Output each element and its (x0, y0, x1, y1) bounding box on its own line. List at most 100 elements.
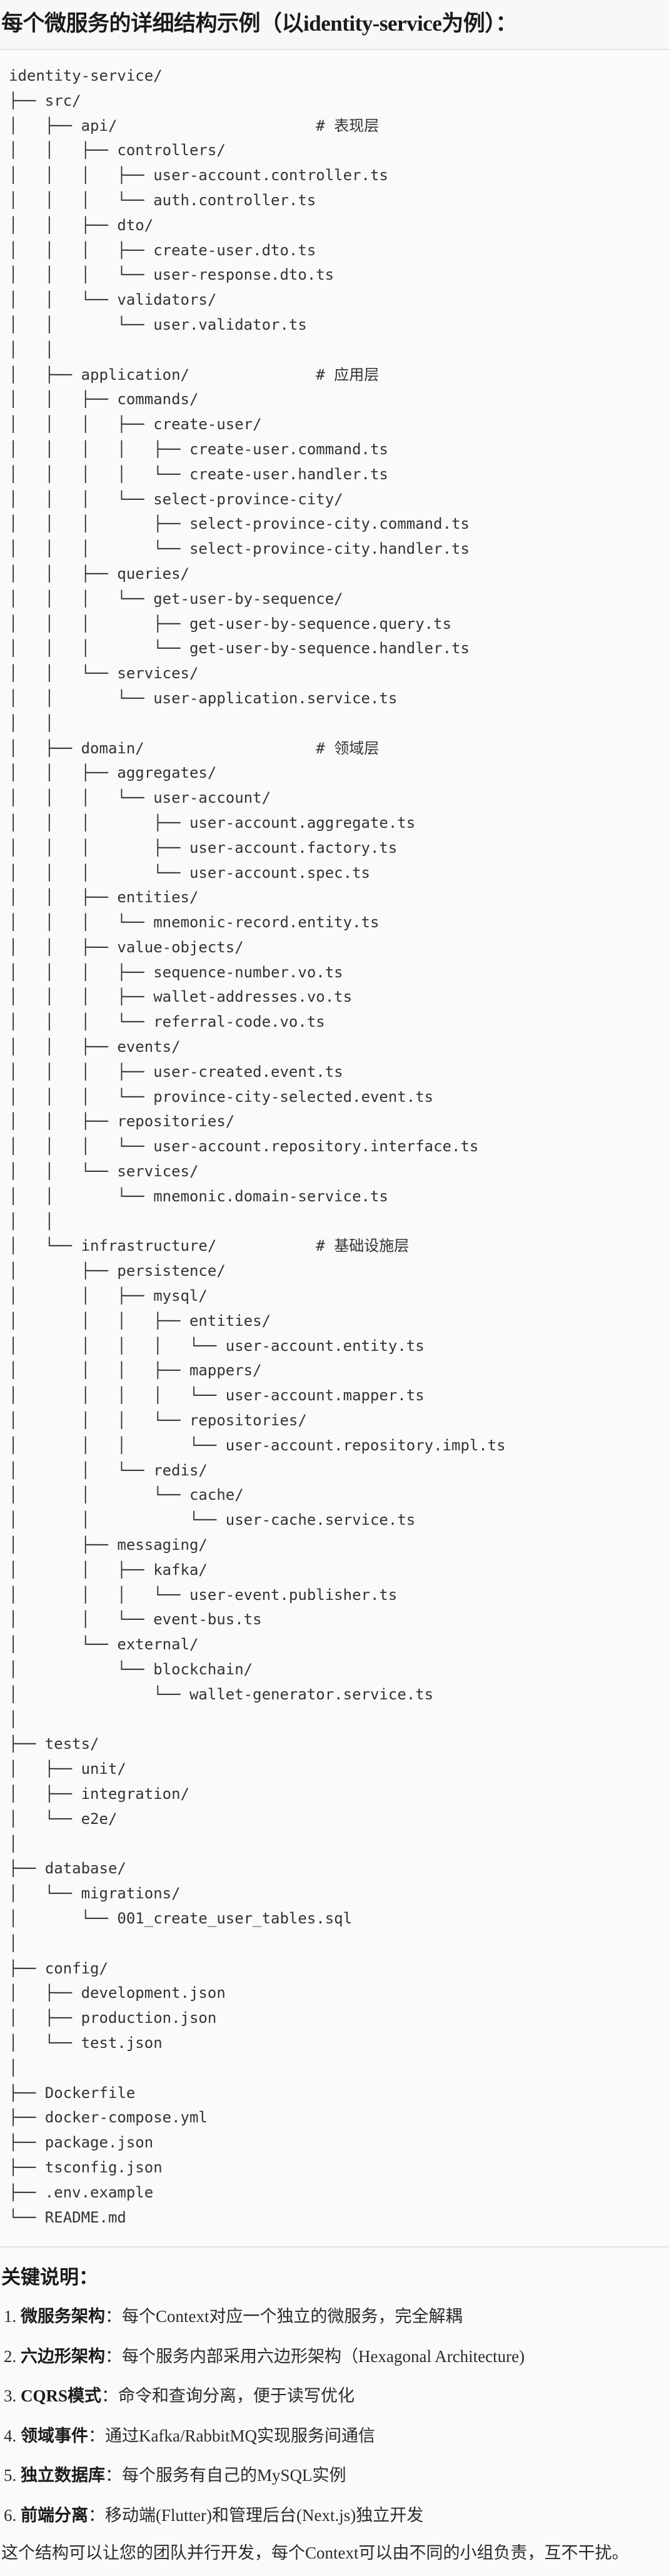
tree-entry: │ │ └── event-bus.ts (9, 1611, 262, 1629)
tree-line: ├── Dockerfile (9, 2081, 506, 2106)
tree-line: │ (9, 1708, 506, 1733)
tree-line: │ │ ├── dto/ (9, 213, 506, 238)
tree-line: │ (9, 2056, 506, 2081)
tree-entry: └── README.md (9, 2208, 126, 2226)
tree-line: │ │ │ │ ├── create-user.command.ts (9, 437, 506, 462)
tree-entry: │ │ │ └── user-response.dto.ts (9, 266, 334, 284)
tree-line: │ ├── integration/ (9, 1782, 506, 1807)
tree-line: │ │ │ │ └── user-account.entity.ts (9, 1334, 506, 1359)
note-item: 4. 领域事件：通过Kafka/RabbitMQ实现服务间通信 (4, 2423, 375, 2448)
tree-line: ├── config/ (9, 1957, 506, 1982)
tree-entry: │ │ │ └── mnemonic-record.entity.ts (9, 914, 380, 932)
note-label: 微服务架构 (21, 2307, 105, 2326)
tree-entry: │ │ (9, 1212, 54, 1230)
tree-entry: ├── src/ (9, 91, 81, 109)
tree-line: │ ├── production.json (9, 2006, 506, 2031)
tree-line: │ │ ├── value-objects/ (9, 935, 506, 960)
tree-line: ├── src/ (9, 89, 506, 114)
tree-entry: │ │ (9, 340, 54, 359)
tree-line: │ │ │ └── auth.controller.ts (9, 188, 506, 213)
tree-entry: │ │ └── user-application.service.ts (9, 689, 398, 707)
tree-entry: │ └── 001_create_user_tables.sql (9, 1909, 353, 1927)
tree-entry: │ │ ├── value-objects/ (9, 938, 244, 956)
tree-entry: │ │ │ ├── mappers/ (9, 1362, 262, 1380)
tree-entry: │ ├── messaging/ (9, 1536, 208, 1554)
tree-entry: identity-service/ (9, 67, 163, 84)
tree-line: │ ├── unit/ (9, 1757, 506, 1782)
title-bar: 每个微服务的详细结构示例（以identity-service为例）： (0, 0, 669, 50)
tree-line: │ │ └── mnemonic.domain-service.ts (9, 1184, 506, 1209)
tree-line: ├── .env.example (9, 2181, 506, 2206)
tree-entry: │ │ └── validators/ (9, 291, 217, 309)
layer-comment: # 基础设施层 (316, 1237, 410, 1255)
tree-line: │ │ │ └── user-account.repository.interf… (9, 1134, 506, 1159)
tree-entry: ├── tests/ (9, 1735, 99, 1753)
tree-line: ├── docker-compose.yml (9, 2105, 506, 2131)
tree-line: │ │ │ └── referral-code.vo.ts (9, 1010, 506, 1035)
tree-entry: │ │ └── services/ (9, 664, 199, 683)
tree-entry: │ ├── persistence/ (9, 1262, 226, 1280)
tree-entry: │ │ │ ├── entities/ (9, 1311, 271, 1330)
tree-entry: │ ├── domain/ (9, 739, 144, 757)
page-title: 每个微服务的详细结构示例（以identity-service为例）： (1, 11, 517, 36)
tree-entry: │ │ ├── mysql/ (9, 1287, 208, 1305)
tree-entry: │ │ ├── controllers/ (9, 141, 226, 160)
tree-entry: │ │ │ ├── get-user-by-sequence.query.ts (9, 614, 452, 633)
tree-line: │ │ ├── repositories/ (9, 1109, 506, 1134)
tree-entry: │ ├── api/ (9, 116, 118, 135)
tree-entry: │ │ │ └── select-province-city/ (9, 490, 343, 508)
tree-entry: │ │ │ │ ├── create-user.command.ts (9, 440, 388, 458)
tree-entry: │ │ ├── queries/ (9, 564, 189, 583)
tree-line: │ │ │ └── select-province-city/ (9, 487, 506, 512)
tree-entry: │ ├── application/ (9, 365, 189, 384)
tree-line: │ │ ├── entities/ (9, 885, 506, 910)
tree-line: │ │ └── services/ (9, 661, 506, 686)
tree-entry: │ │ └── cache/ (9, 1486, 244, 1504)
note-number: 1. (4, 2307, 21, 2326)
tree-line: │ │ │ ├── user-account.factory.ts (9, 836, 506, 861)
tree-entry: │ └── infrastructure/ (9, 1237, 217, 1255)
tree-entry: │ │ │ ├── user-account.factory.ts (9, 838, 398, 857)
tree-entry: │ │ │ └── select-province-city.handler.t… (9, 540, 470, 558)
tree-line: │ └── migrations/ (9, 1881, 506, 1907)
tree-entry: │ │ │ └── user-account.spec.ts (9, 863, 370, 882)
tree-entry: │ │ └── mnemonic.domain-service.ts (9, 1187, 388, 1205)
note-item: 6. 前端分离：移动端(Flutter)和管理后台(Next.js)独立开发 (4, 2503, 423, 2528)
tree-entry: │ │ ├── entities/ (9, 888, 199, 907)
tree-entry: │ │ │ └── get-user-by-sequence/ (9, 589, 343, 608)
tree-line: │ └── wallet-generator.service.ts (9, 1683, 506, 1708)
note-description: ：每个Context对应一个独立的微服务，完全解耦 (105, 2307, 463, 2326)
note-label: 独立数据库 (21, 2466, 105, 2485)
tree-line: │ │ └── event-bus.ts (9, 1607, 506, 1632)
tree-entry: │ │ ├── events/ (9, 1038, 181, 1056)
tree-line: │ │ │ └── get-user-by-sequence/ (9, 587, 506, 612)
tree-entry: │ │ ├── dto/ (9, 216, 154, 234)
tree-entry: │ ├── production.json (9, 2009, 217, 2027)
tree-line: ├── package.json (9, 2131, 506, 2156)
tree-line: │ │ │ └── user-account.repository.impl.t… (9, 1433, 506, 1459)
tree-line: │ ├── domain/# 领域层 (9, 736, 506, 761)
tree-entry: │ │ │ ├── user-created.event.ts (9, 1062, 343, 1081)
tree-line: │ │ │ ├── entities/ (9, 1309, 506, 1334)
note-item: 5. 独立数据库：每个服务有自己的MySQL实例 (4, 2463, 346, 2488)
tree-line: │ └── test.json (9, 2031, 506, 2056)
tree-entry: │ │ │ └── province-city-selected.event.t… (9, 1087, 434, 1106)
tree-line: ├── tsconfig.json (9, 2156, 506, 2181)
tree-line: │ │ │ └── user-account/ (9, 786, 506, 811)
tree-line: │ │ │ ├── create-user.dto.ts (9, 238, 506, 263)
tree-line: │ │ ├── aggregates/ (9, 761, 506, 786)
tree-entry: │ └── wallet-generator.service.ts (9, 1685, 434, 1703)
tree-line: │ │ │ └── get-user-by-sequence.handler.t… (9, 636, 506, 661)
tree-line: │ (9, 1932, 506, 1957)
tree-line: │ │ │ ├── mappers/ (9, 1358, 506, 1383)
tree-line: │ │ │ ├── wallet-addresses.vo.ts (9, 985, 506, 1010)
tree-line: │ │ │ └── user-event.publisher.ts (9, 1583, 506, 1608)
note-label: 领域事件 (21, 2426, 88, 2445)
tree-entry: ├── Dockerfile (9, 2084, 136, 2102)
tree-entry: ├── database/ (9, 1860, 126, 1878)
tree-entry: │ │ │ └── referral-code.vo.ts (9, 1013, 325, 1031)
tree-line: │ │ │ ├── user-created.event.ts (9, 1060, 506, 1085)
tree-entry: │ │ │ ├── sequence-number.vo.ts (9, 963, 343, 981)
tree-entry: │ │ └── services/ (9, 1163, 199, 1181)
summary-paragraph: 这个结构可以让您的团队并行开发，每个Context可以由不同的小组负责，互不干扰… (1, 2543, 629, 2562)
